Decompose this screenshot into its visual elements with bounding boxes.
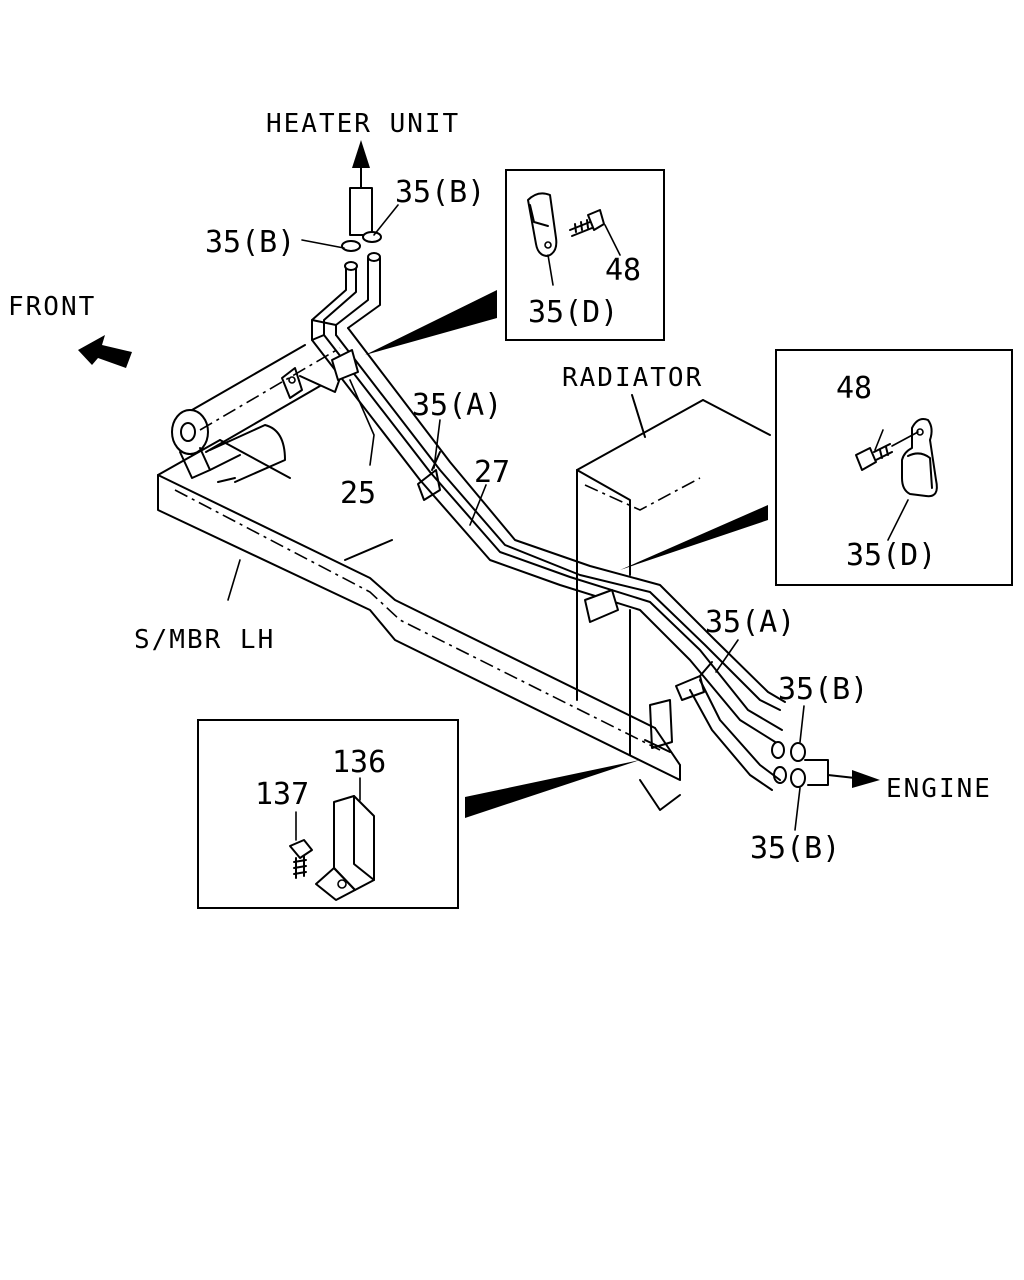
detail-top-clip-label: 35(D) bbox=[528, 295, 618, 330]
leader-lines bbox=[227, 204, 805, 831]
callout-35a-lower: 35(A) bbox=[705, 605, 795, 640]
callout-27: 27 bbox=[474, 455, 510, 490]
detail-bottom-bolt-label: 137 bbox=[255, 777, 309, 812]
arrow-right-icon bbox=[827, 770, 880, 788]
detail-right-bolt-label: 48 bbox=[836, 371, 872, 406]
hose-clamps bbox=[341, 231, 829, 788]
detail-bottom-bracket-label: 136 bbox=[332, 745, 386, 780]
callout-35b-bottom-upper: 35(B) bbox=[778, 672, 868, 707]
detail-right-clip-label: 35(D) bbox=[846, 538, 936, 573]
callout-35b-top-left: 35(B) bbox=[205, 225, 295, 260]
detail-box-right: 48 35(D) bbox=[775, 349, 1013, 586]
front-label: FRONT bbox=[8, 292, 96, 322]
smbr-lh-label: S/MBR LH bbox=[134, 625, 275, 655]
side-member bbox=[157, 439, 681, 811]
detail-wedges bbox=[365, 290, 768, 818]
engine-label: ENGINE bbox=[886, 774, 992, 804]
callout-35b-top-right: 35(B) bbox=[395, 175, 485, 210]
cross-tube bbox=[171, 344, 341, 483]
arrow-up-icon bbox=[352, 140, 370, 189]
callout-35a-upper: 35(A) bbox=[412, 388, 502, 423]
callout-35b-bottom-lower: 35(B) bbox=[750, 831, 840, 866]
heater-unit-label: HEATER UNIT bbox=[266, 109, 460, 139]
callout-25: 25 bbox=[340, 476, 376, 511]
radiator-label: RADIATOR bbox=[562, 363, 703, 393]
detail-top-bolt-label: 48 bbox=[605, 253, 641, 288]
labels: HEATER UNIT FRONT RADIATOR S/MBR LH ENGI… bbox=[8, 109, 992, 866]
detail-box-bottom: 136 137 bbox=[197, 719, 459, 909]
heater-hoses bbox=[311, 187, 787, 791]
radiator bbox=[576, 394, 771, 756]
arrow-left-icon bbox=[78, 335, 132, 368]
detail-box-top: 48 35(D) bbox=[505, 169, 665, 341]
